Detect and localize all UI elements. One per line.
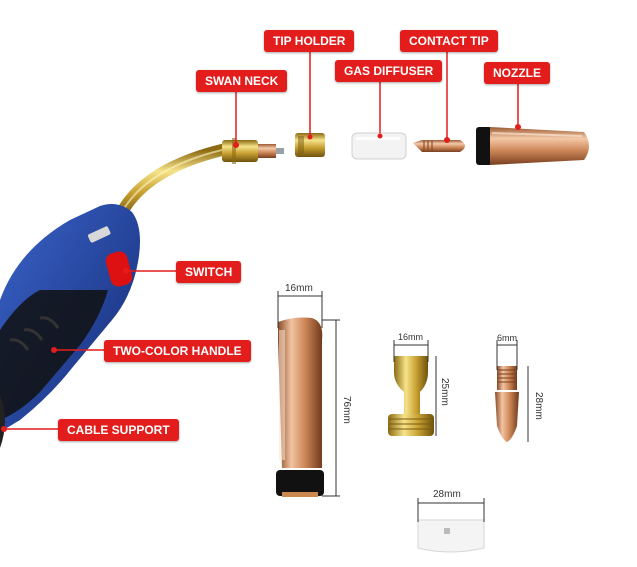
label-tip-holder: TIP HOLDER bbox=[264, 30, 355, 52]
leader-lines bbox=[4, 52, 519, 430]
swan-neck-fitting bbox=[222, 140, 258, 162]
dim-holder-length: 25mm bbox=[439, 378, 450, 406]
label-cable-support: CABLE SUPPORT bbox=[58, 419, 179, 441]
label-contact-tip: CONTACT TIP bbox=[400, 30, 498, 52]
dim-nozzle-length: 76mm bbox=[341, 396, 352, 424]
dim-nozzle-width: 16mm bbox=[285, 283, 313, 294]
label-nozzle: NOZZLE bbox=[484, 62, 550, 84]
label-switch: SWITCH bbox=[176, 261, 242, 283]
dim-diffuser-width: 28mm bbox=[433, 489, 461, 500]
tip-holder-detail bbox=[394, 356, 428, 414]
contact-tip-part bbox=[413, 140, 465, 152]
gas-diffuser-detail bbox=[417, 519, 485, 553]
nozzle-part bbox=[476, 127, 492, 165]
dimension-lines bbox=[277, 291, 529, 522]
dim-holder-width: 16mm bbox=[398, 332, 424, 342]
label-gas-diffuser: GAS DIFFUSER bbox=[335, 60, 443, 82]
swan-neck-tube bbox=[112, 144, 228, 226]
dim-tip-length: 28mm bbox=[533, 392, 544, 420]
label-swan-neck: SWAN NECK bbox=[196, 70, 288, 92]
label-two-color-handle: TWO-COLOR HANDLE bbox=[104, 340, 251, 362]
dim-tip-width: 6mm bbox=[497, 333, 517, 343]
nozzle-detail bbox=[278, 317, 323, 468]
trigger-switch bbox=[105, 251, 133, 287]
